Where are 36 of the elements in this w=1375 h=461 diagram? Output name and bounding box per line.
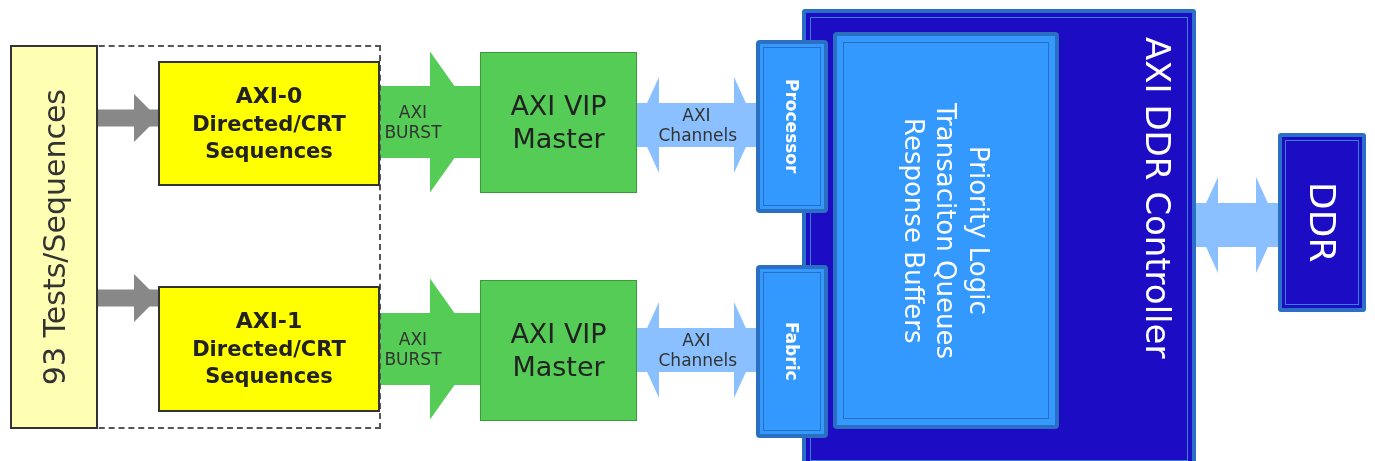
port-label: Fabric (782, 322, 802, 381)
logic-line: Transaciton Queues (930, 102, 963, 359)
tests-bar (10, 45, 98, 429)
block-arrow (1196, 177, 1278, 273)
memory-label: DDR (1301, 182, 1343, 263)
box-label: AXI VIP Master (509, 90, 608, 155)
block-arrow (98, 94, 158, 142)
vertical-label: 93 Tests/Sequences (36, 88, 72, 386)
sequence-box (158, 286, 380, 412)
edge-label: AXI Channels (658, 329, 735, 371)
box-label: Directed/CRT Sequences (191, 110, 347, 165)
edge-label: AXI BURST (383, 328, 443, 370)
block-arrow (380, 51, 480, 193)
master-box (480, 280, 637, 421)
master-box (480, 52, 637, 193)
logic-box (833, 32, 1059, 429)
controller-box (802, 9, 1196, 461)
memory-box (1278, 133, 1366, 312)
block-arrow (98, 274, 158, 322)
edge-label: AXI Channels (658, 104, 735, 146)
box-label: AXI VIP Master (509, 318, 608, 383)
edge-label: AXI BURST (383, 101, 443, 143)
logic-line: Priority Logic (962, 146, 995, 315)
box-heading: AXI-0 (235, 81, 303, 110)
sequence-box (158, 61, 380, 186)
port-label: Processor (782, 79, 802, 174)
block-arrow (380, 278, 480, 420)
logic-line: Response Buffers (897, 117, 930, 344)
port-box (756, 40, 828, 213)
block-arrow (637, 77, 756, 173)
box-label: Directed/CRT Sequences (191, 336, 347, 391)
port-box (756, 265, 828, 438)
dashed-group-box (10, 45, 381, 429)
box-heading: AXI-1 (235, 307, 303, 336)
block-arrow (637, 302, 756, 398)
controller-title: AXI DDR Controller (1138, 37, 1178, 359)
